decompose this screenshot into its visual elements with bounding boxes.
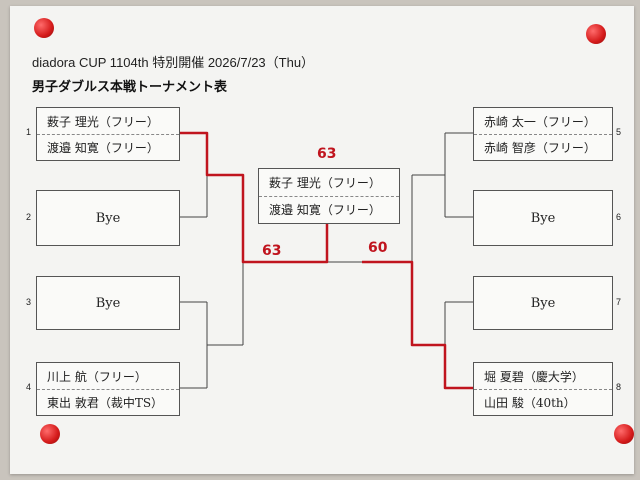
player-name: 川上 航（フリー） xyxy=(47,369,147,384)
bye-label: Bye xyxy=(95,210,121,226)
push-pin-icon xyxy=(40,424,60,444)
player-name: 渡邉 知寛（フリー） xyxy=(47,140,159,155)
winner-path-right xyxy=(362,260,473,390)
push-pin-icon xyxy=(614,424,634,444)
draw-slot-6[interactable]: Bye xyxy=(473,190,613,246)
player-name: 山田 駿（40th） xyxy=(484,395,576,410)
draw-slot-2[interactable]: Bye xyxy=(36,190,180,246)
draw-number: 4 xyxy=(26,382,32,392)
player-name: 赤崎 智彦（フリー） xyxy=(484,140,596,155)
draw-number: 2 xyxy=(26,212,32,222)
bye-label: Bye xyxy=(95,295,121,311)
bye-label: Bye xyxy=(530,210,556,226)
score-right-semi: 60 xyxy=(368,240,388,256)
player-name: 薮子 理光（フリー） xyxy=(269,176,381,190)
draw-number: 8 xyxy=(616,382,622,392)
draw-number: 7 xyxy=(616,297,622,307)
draw-number: 1 xyxy=(26,127,32,137)
draw-number: 3 xyxy=(26,297,32,307)
score-left-semi: 63 xyxy=(262,243,282,259)
push-pin-icon xyxy=(34,18,54,38)
draw-slot-3[interactable]: Bye xyxy=(36,276,180,330)
draw-slot-7[interactable]: Bye xyxy=(473,276,613,330)
draw-number: 5 xyxy=(616,127,622,137)
page-title: diadora CUP 1104th 特別開催 2026/7/23（Thu） xyxy=(32,55,315,70)
push-pin-icon xyxy=(586,24,606,44)
draw-slot-1[interactable]: 薮子 理光（フリー） 渡邉 知寛（フリー） xyxy=(36,107,180,161)
player-name: 薮子 理光（フリー） xyxy=(47,114,159,129)
score-final: 63 xyxy=(317,146,337,162)
bye-label: Bye xyxy=(530,295,556,311)
draw-slot-4[interactable]: 川上 航（フリー） 東出 敦君（裁中TS） xyxy=(36,362,180,416)
draw-slot-8[interactable]: 堀 夏碧（慶大学） 山田 駿（40th） xyxy=(473,362,613,416)
player-name: 東出 敦君（裁中TS） xyxy=(47,395,164,410)
player-name: 堀 夏碧（慶大学） xyxy=(484,369,584,384)
champion-box[interactable]: 薮子 理光（フリー） 渡邉 知寛（フリー） xyxy=(258,168,400,224)
player-name: 赤崎 太一（フリー） xyxy=(484,114,596,129)
player-name: 渡邉 知寛（フリー） xyxy=(269,203,381,217)
draw-slot-5[interactable]: 赤崎 太一（フリー） 赤崎 智彦（フリー） xyxy=(473,107,613,161)
draw-number: 6 xyxy=(616,212,622,222)
winner-path-left xyxy=(179,131,329,264)
page-subtitle: 男子ダブルス本戦トーナメント表 xyxy=(32,79,228,94)
